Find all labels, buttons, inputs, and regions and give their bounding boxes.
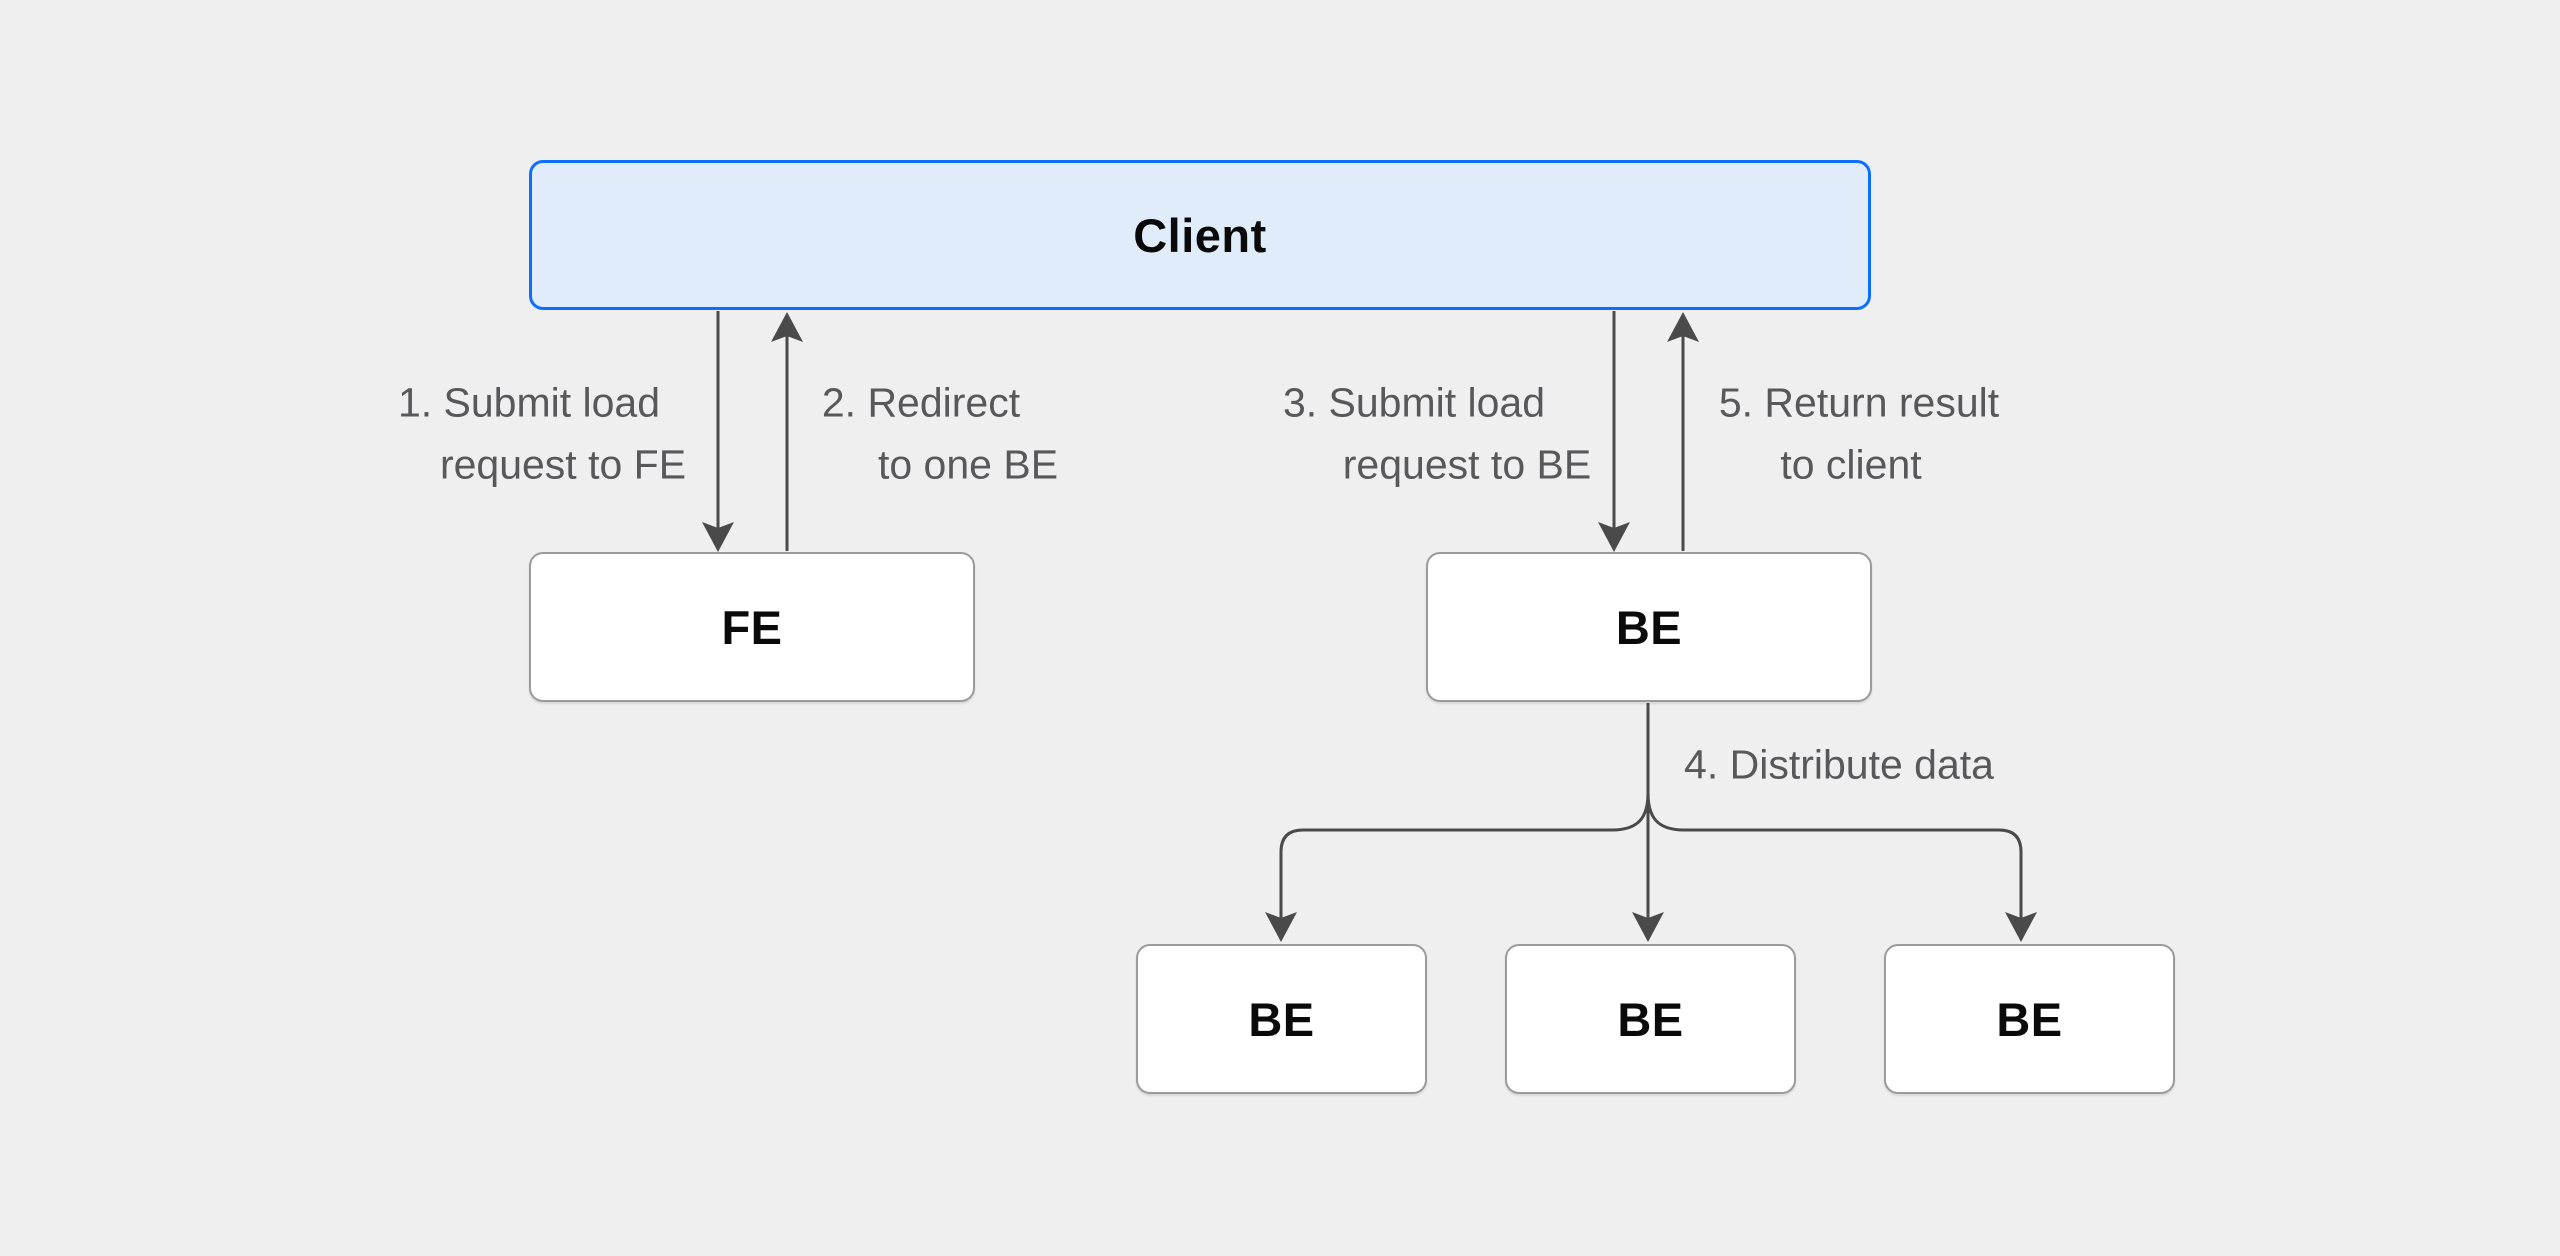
be-worker-node-3: BE — [1884, 944, 2175, 1094]
edge-label-step5-line2: to client — [1780, 441, 1922, 488]
edge-label-step1-line1: 1. Submit load — [397, 379, 661, 426]
be-worker-node-1: BE — [1136, 944, 1427, 1094]
arrowhead-be-to-client — [1667, 312, 1699, 342]
be-node-label: BE — [1615, 600, 1683, 654]
edge-label-step3-line1: 3. Submit load — [1282, 379, 1546, 426]
be-worker-node-3-label: BE — [1996, 992, 2063, 1046]
arrowhead-be-to-be3 — [2005, 912, 2037, 942]
edge-label-step4: 4. Distribute data — [1684, 741, 1994, 788]
arrowhead-client-to-be — [1598, 522, 1630, 552]
be-worker-node-1-label: BE — [1248, 992, 1315, 1046]
arrowhead-client-to-fe — [702, 522, 734, 552]
fe-node-label: FE — [721, 600, 783, 654]
be-worker-node-2: BE — [1505, 944, 1796, 1094]
edge-label-step3-line2: request to BE — [1342, 441, 1592, 488]
edge-label-step2-line1: 2. Redirect — [821, 379, 1021, 426]
client-node-label: Client — [1133, 208, 1267, 262]
arrowhead-fe-to-client — [771, 312, 803, 342]
client-node: Client — [529, 160, 1871, 310]
edge-label-step5-line1: 5. Return result — [1718, 379, 2000, 426]
edge-be-to-be1 — [1279, 792, 1650, 918]
arrowhead-be-to-be2 — [1632, 912, 1664, 942]
be-node: BE — [1426, 552, 1872, 702]
arrowhead-be-to-be1 — [1265, 912, 1297, 942]
edge-label-step1-line2: request to FE — [439, 441, 687, 488]
fe-node: FE — [529, 552, 975, 702]
be-worker-node-2-label: BE — [1617, 992, 1684, 1046]
edge-be-to-be3 — [1646, 792, 2023, 918]
edge-label-step2-line2: to one BE — [877, 441, 1059, 488]
